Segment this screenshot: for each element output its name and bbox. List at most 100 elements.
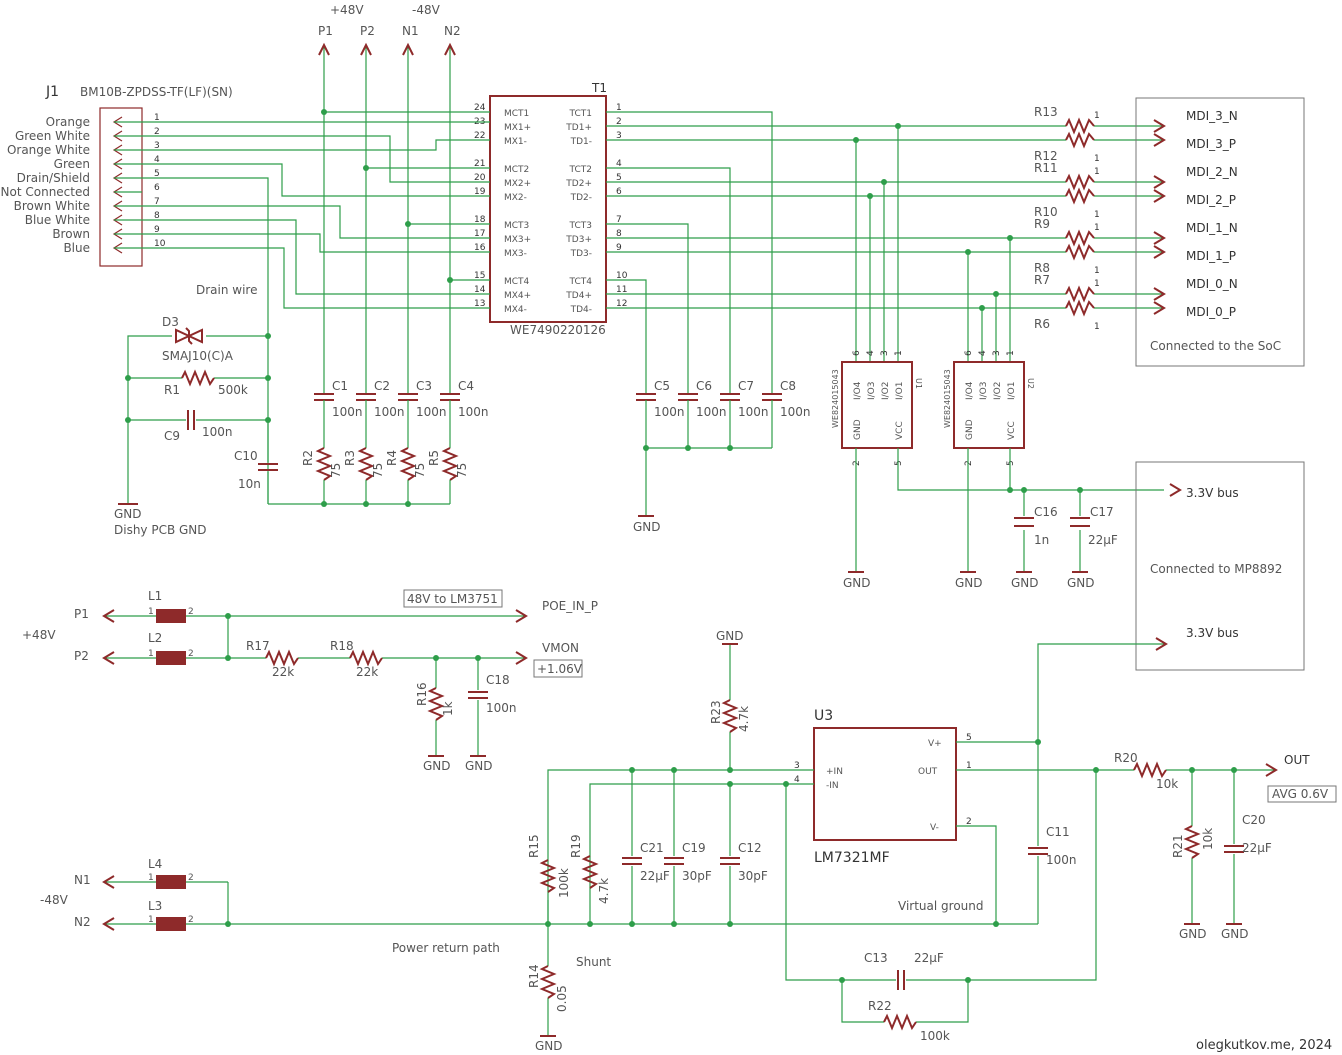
- gnd-r23: GND: [716, 629, 744, 643]
- t1-rpin-7: 7: [616, 215, 622, 225]
- vmon-net: VMON: [542, 641, 579, 655]
- u3-pin4: 4: [794, 775, 800, 785]
- mp8892-box: [1135, 461, 1305, 671]
- minus48-label: -48V: [40, 893, 69, 907]
- mp8892-label: Connected to MP8892: [1150, 562, 1282, 576]
- t1-lpin-13: 13: [474, 299, 485, 309]
- j1-part: BM10B-ZPDSS-TF(LF)(SN): [80, 85, 233, 99]
- c18-ref: C18: [486, 673, 510, 687]
- tvs1-gnd: GND: [965, 419, 975, 440]
- res-val-R2: 75: [329, 463, 343, 478]
- t1-rpin-9: 9: [616, 243, 622, 253]
- c13-val: 22µF: [914, 951, 944, 965]
- svg-text:2: 2: [188, 649, 194, 659]
- j1-ref: J1: [45, 84, 59, 100]
- gnd-r21: GND: [1179, 927, 1207, 941]
- t1-lpin-18: 18: [474, 215, 486, 225]
- t1-llabel-18: MCT3: [504, 221, 529, 231]
- top-nets: +48V -48V P1 P2 N1 N2: [318, 3, 461, 38]
- r14-val: 0.05: [555, 985, 569, 1012]
- j1-pin-label-8: Blue White: [25, 213, 90, 227]
- plus48-label: +48V: [22, 628, 56, 642]
- c9-val: 100n: [202, 425, 233, 439]
- r15-val: 100k: [557, 868, 571, 898]
- cap-val-C4: 100n: [458, 405, 489, 419]
- c21-val: 22µF: [640, 869, 670, 883]
- mdi-res-R7: [1065, 285, 1095, 303]
- res-R2: [315, 447, 333, 481]
- t1-rlabel-11: TD4+: [565, 291, 592, 301]
- u3-part: LM7321MF: [814, 850, 890, 866]
- avg-box: [1267, 785, 1337, 803]
- r21-ref: R21: [1171, 834, 1185, 858]
- u3-vm: V-: [930, 823, 939, 833]
- mdi-res-val-R8: 1: [1094, 266, 1100, 276]
- net-n1: N1: [402, 24, 419, 38]
- t1-lpin-21: 21: [474, 159, 485, 169]
- j1-pin-num-10: 10: [154, 239, 166, 249]
- c20-ref: C20: [1242, 813, 1266, 827]
- res-val-R5: 75: [455, 463, 469, 478]
- bus-label-2: 3.3V bus: [1186, 626, 1239, 640]
- tvs0-gnd: GND: [853, 419, 863, 440]
- r18-val: 22k: [356, 665, 378, 679]
- j1-pin-num-2: 2: [154, 127, 160, 137]
- t1-rpin-8: 8: [616, 229, 622, 239]
- mdi-0-n: MDI_0_N: [1186, 277, 1238, 291]
- mdi-res-R13: [1065, 117, 1095, 135]
- gnd-u2: GND: [955, 576, 983, 590]
- mdi-res-ref-R13: R13: [1034, 105, 1058, 119]
- svg-text:1: 1: [148, 873, 154, 883]
- j1-pin-label-9: Brown: [52, 227, 90, 241]
- t1-rpin-5: 5: [616, 173, 622, 183]
- cap-val-C2: 100n: [374, 405, 405, 419]
- mdi-res-val-R9: 1: [1094, 223, 1100, 233]
- r14-ref: R14: [527, 964, 541, 988]
- c16-ref: C16: [1034, 505, 1058, 519]
- r1-ref: R1: [164, 383, 180, 397]
- j1-pin-num-9: 9: [154, 225, 160, 235]
- gnd-c18: GND: [465, 759, 493, 773]
- gnd-u1: GND: [843, 576, 871, 590]
- r20-val: 10k: [1156, 777, 1178, 791]
- c18-val: 100n: [486, 701, 517, 715]
- j1-pin-num-1: 1: [154, 113, 160, 123]
- j1-body: [99, 107, 143, 267]
- t1-ref: T1: [591, 81, 607, 95]
- tvs1-pin-4: 4: [978, 350, 988, 356]
- tvs1-pin-6: 6: [964, 350, 974, 356]
- tvs1-pin5: 5: [1006, 460, 1016, 466]
- mdi-3-p: MDI_3_P: [1186, 137, 1236, 151]
- t1-rlabel-12: TD4-: [570, 305, 592, 315]
- svg-text:2: 2: [188, 873, 194, 883]
- u3-pin1: 1: [966, 761, 972, 771]
- tvs1-pin2: 2: [964, 460, 974, 466]
- c11-ref: C11: [1046, 825, 1070, 839]
- j1-pin-num-4: 4: [154, 155, 160, 165]
- svg-text:1: 1: [148, 649, 154, 659]
- tvs1-pin-3: 3: [992, 350, 1002, 356]
- tvs0-ref: U1: [914, 378, 923, 389]
- r16-ref: R16: [415, 682, 429, 706]
- j1-pin-label-10: Blue: [63, 241, 90, 255]
- svg-text:1: 1: [148, 915, 154, 925]
- mdi-res-val-R11: 1: [1094, 167, 1100, 177]
- u3-out: OUT: [918, 767, 938, 777]
- net-minus48: -48V: [412, 3, 441, 17]
- t1-lpin-14: 14: [474, 285, 486, 295]
- t1-lpin-22: 22: [474, 131, 485, 141]
- c10-ref: C10: [234, 449, 258, 463]
- tvs1-io-1: I/O3: [979, 382, 989, 401]
- r17-ref: R17: [246, 639, 270, 653]
- mdi-res-R11: [1065, 173, 1095, 191]
- p2-label: P2: [74, 649, 89, 663]
- c13-ref: C13: [864, 951, 888, 965]
- res-ref-R4: R4: [385, 450, 399, 466]
- t1-lpin-16: 16: [474, 243, 486, 253]
- cap-ref-C6: C6: [696, 379, 712, 393]
- svg-text:2: 2: [188, 607, 194, 617]
- n1-label: N1: [74, 873, 91, 887]
- avg-label: AVG 0.6V: [1272, 787, 1329, 801]
